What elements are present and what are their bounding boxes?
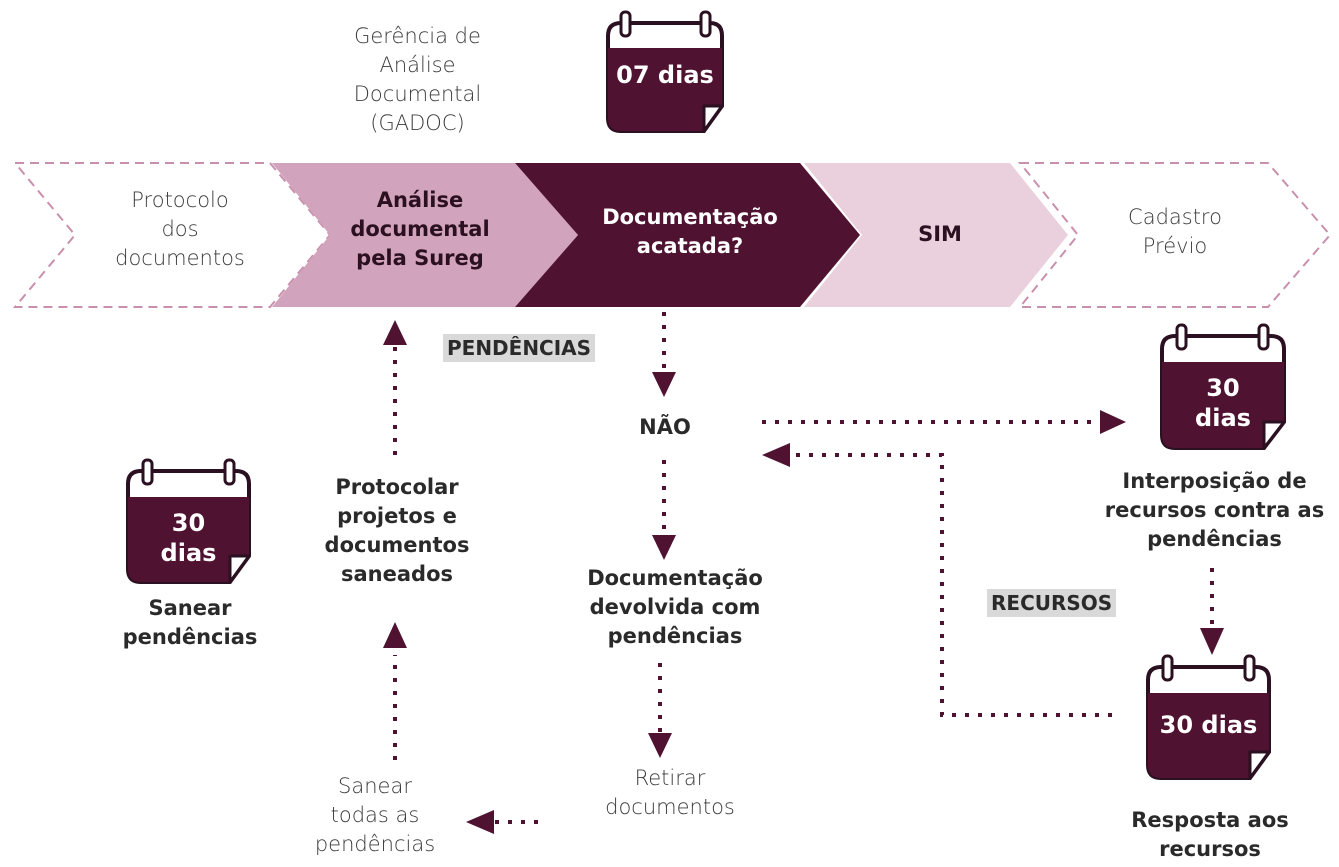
resposta-line-2: recursos [1159, 836, 1261, 861]
devolvida-line-1: Documentação [587, 566, 763, 590]
sanear-line-1: Sanear [148, 596, 232, 620]
step-analise-label: Análise documental pela Sureg [330, 186, 510, 273]
step-acatada-label: Documentação acatada? [580, 203, 800, 261]
devolvida-label: Documentação devolvida com pendências [555, 564, 795, 651]
interposicao-line-1: Interposição de [1122, 469, 1307, 493]
step-analise-line-3: pela Sureg [356, 245, 484, 270]
sanear-line-2: pendências [122, 624, 258, 649]
retirar-line-1: Retirar [634, 766, 706, 790]
step-protocolo-line-3: documentos [115, 245, 245, 270]
arrowhead-left-sanear [466, 810, 494, 834]
interposicao-line-2: recursos contra as [1104, 497, 1325, 522]
chevron-protocolo [12, 162, 332, 308]
step-analise-line-1: Análise [376, 188, 464, 212]
calendar-interposicao-unit: dias [1195, 404, 1251, 432]
gadoc-line-2: Análise [379, 52, 456, 77]
gadoc-line-3: Documental [353, 81, 482, 106]
calendar-icon-interposicao [1160, 323, 1286, 450]
interposicao-line-3: pendências [1147, 526, 1282, 551]
sanear-todas-line-3: pendências [314, 831, 436, 856]
resposta-line-1: Resposta aos [1131, 808, 1289, 832]
calendar-sanear-unit: dias [160, 539, 217, 567]
step-acatada-line-2: acatada? [636, 233, 744, 258]
calendar-icon-sanear [126, 458, 251, 584]
connector-resposta-nao [790, 453, 1112, 717]
protocolar-line-2: projetos e [337, 503, 457, 528]
protocolar-line-1: Protocolar [335, 475, 459, 499]
protocolar-label: Protocolar projetos e documentos saneado… [302, 473, 492, 589]
step-protocolo-line-2: dos [161, 216, 199, 241]
calendar-gadoc-days: 07 dias [616, 61, 714, 89]
calendar-icon-resposta [1146, 654, 1271, 780]
calendar-interposicao-days: 30 dias [1162, 373, 1284, 433]
arrowhead-down-resposta [1200, 628, 1224, 655]
step-cadastro-line-1: Cadastro [1128, 205, 1222, 229]
calendar-resposta-days: 30 dias [1159, 711, 1258, 739]
arrowhead-left-nao [762, 443, 790, 467]
retirar-label: Retirar documentos [570, 764, 770, 822]
arrowhead-right-interposicao [1100, 410, 1126, 434]
chevron-sim [804, 163, 1068, 307]
sanear-todas-label: Sanear todas as pendências [290, 772, 460, 859]
resposta-label: Resposta aos recursos [1105, 806, 1315, 864]
chevron-acatada [515, 163, 860, 307]
step-acatada-line-1: Documentação [602, 205, 778, 229]
step-protocolo-line-1: Protocolo [131, 188, 229, 212]
step-cadastro-line-2: Prévio [1142, 233, 1208, 258]
recursos-tag: RECURSOS [987, 589, 1117, 617]
sanear-todas-line-2: todas as [330, 802, 420, 827]
calendar-icon-gadoc [606, 10, 724, 133]
gadoc-line-4: (GADOC) [370, 110, 465, 135]
arrowhead-down-retirar [648, 733, 672, 758]
chevron-analise [272, 163, 578, 307]
sanear-label: Sanear pendências [100, 594, 280, 652]
protocolar-line-4: saneados [341, 561, 453, 586]
arrowhead-down-nao [652, 372, 676, 397]
calendar-sanear-days: 30 dias [128, 508, 249, 568]
step-sim-label: SIM [918, 222, 962, 246]
calendar-interposicao-number: 30 [1206, 374, 1240, 402]
devolvida-line-2: devolvida com [589, 594, 761, 619]
arrowhead-up-protocolar [383, 622, 407, 648]
pendencias-tag: PENDÊNCIAS [443, 334, 596, 362]
nao-label: NÃO [639, 415, 691, 439]
step-analise-line-2: documental [350, 216, 490, 241]
gadoc-line-1: Gerência de [354, 24, 481, 48]
step-protocolo-label: Protocolo dos documentos [95, 186, 265, 273]
sanear-todas-line-1: Sanear [338, 774, 412, 798]
arrowhead-up-analise [383, 320, 407, 345]
gadoc-label: Gerência de Análise Documental (GADOC) [320, 22, 515, 138]
step-cadastro-label: Cadastro Prévio [1090, 203, 1260, 261]
devolvida-line-3: pendências [607, 623, 743, 648]
interposicao-label: Interposição de recursos contra as pendê… [1090, 467, 1339, 554]
retirar-line-2: documentos [605, 794, 735, 819]
protocolar-line-3: documentos [324, 532, 470, 557]
arrowhead-down-devolvida [652, 535, 676, 560]
chevron-cadastro [1017, 162, 1332, 308]
calendar-sanear-number: 30 [171, 509, 206, 537]
